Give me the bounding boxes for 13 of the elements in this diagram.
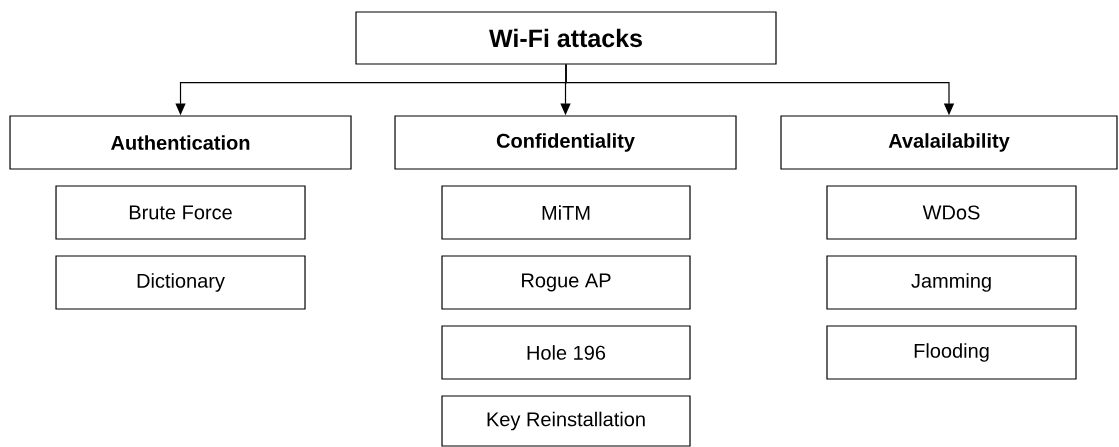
attack-box: MiTM: [441, 185, 691, 240]
attack-box: Dictionary: [55, 255, 306, 310]
attack-box: Key Reinstallation: [441, 395, 691, 447]
category-box: Confidentiality: [394, 115, 737, 170]
attack-box: Jamming: [826, 255, 1077, 310]
attack-box: Rogue AP: [441, 255, 691, 310]
root-box: Wi-Fi attacks: [355, 11, 777, 65]
attack-box: Brute Force: [55, 185, 306, 240]
attack-box: Flooding: [826, 325, 1077, 380]
category-box: Avalailability: [780, 115, 1118, 170]
attack-box: WDoS: [826, 185, 1077, 240]
attack-box: Hole 196: [441, 325, 691, 380]
category-box: Authentication: [9, 115, 352, 170]
